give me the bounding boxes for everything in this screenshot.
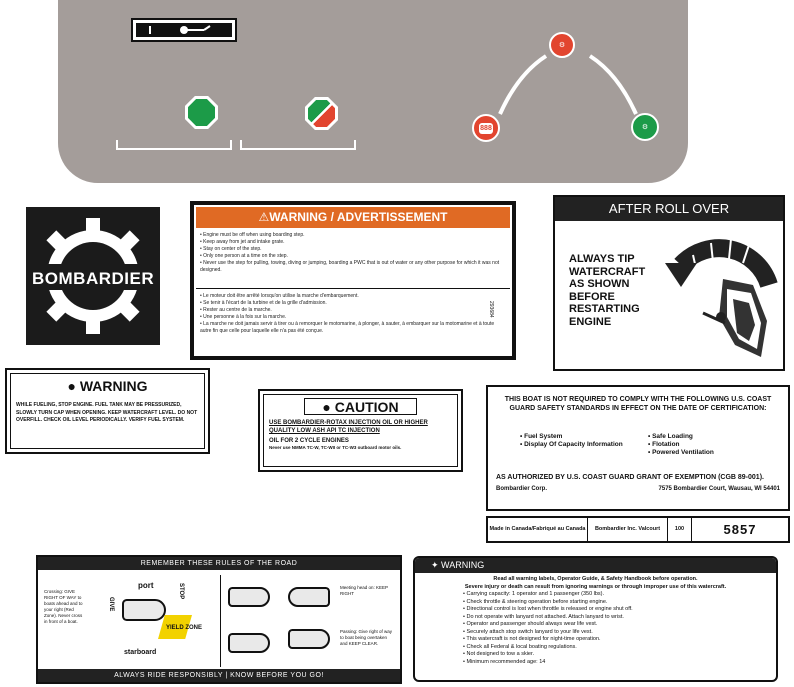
start-button-octagon-icon[interactable] — [185, 96, 218, 129]
operator-warning-text: Read all warning labels, Operator Guide,… — [463, 576, 727, 665]
fuel-warning-title: ● WARNING — [67, 378, 148, 394]
rules-header: REMEMBER THESE RULES OF THE ROAD — [38, 557, 400, 570]
oil-caution-decal: ● CAUTION USE BOMBARDIER-ROTAX INJECTION… — [258, 389, 463, 472]
operator-warning-title: ✦ WARNING — [415, 558, 776, 573]
fuel-warning-text: WHILE FUELING, STOP ENGINE. FUEL TANK MA… — [16, 402, 198, 423]
stop-button-octagon-icon[interactable] — [305, 97, 338, 130]
rollover-arrow-icon — [665, 238, 778, 357]
coast-guard-list-left: • Fuel System • Display Of Capacity Info… — [520, 433, 623, 448]
engine-green-icon: ⚙ — [631, 113, 659, 141]
button-underline-left — [116, 140, 232, 150]
give-label: GIVE — [108, 597, 114, 612]
bombardier-logo-decal: BOMBARDIER — [26, 207, 160, 345]
manufacturer: Bombardier Inc. Valcourt — [588, 518, 668, 541]
port-label: port — [138, 581, 154, 590]
boat-icon — [288, 587, 330, 607]
boat-icon — [122, 599, 166, 621]
fuel-warning-decal: ● WARNING WHILE FUELING, STOP ENGINE. FU… — [5, 368, 210, 454]
boat-icon — [228, 587, 270, 607]
serial-plate: Made in Canada/Fabriqué au Canada Bombar… — [486, 516, 790, 543]
coast-guard-exemption-decal: THIS BOAT IS NOT REQUIRED TO COMPLY WITH… — [486, 385, 790, 511]
rules-footer: ALWAYS RIDE RESPONSIBLY | KNOW BEFORE YO… — [38, 669, 400, 682]
caution-text: USE BOMBARDIER-ROTAX INJECTION OIL OR HI… — [269, 420, 428, 450]
serial-number: 5857 — [723, 522, 757, 537]
divider — [196, 288, 510, 289]
stop-label: STOP — [178, 583, 184, 600]
warning-french-text: • Le moteur doit être arrêté lorsqu'on u… — [200, 293, 495, 334]
starboard-label: starboard — [124, 649, 157, 656]
roll-over-title: AFTER ROLL OVER — [555, 197, 783, 221]
rules-divider — [220, 575, 221, 667]
gauge-arc — [498, 54, 638, 115]
bombardier-wordmark: BOMBARDIER — [32, 269, 155, 288]
coast-guard-list-right: • Safe Loading • Flotation • Powered Ven… — [648, 433, 714, 456]
engine-warning-red-icon: ⚙ — [549, 32, 575, 58]
yield-zone-marker — [158, 615, 192, 639]
serial-code: 100 — [668, 518, 692, 541]
boat-icon — [288, 629, 330, 649]
temperature-red-icon: 888 — [472, 114, 500, 142]
boarding-step-warning-decal: ⚠WARNING / ADVERTISSEMENT • Engine must … — [190, 201, 516, 360]
gear-logo-icon — [30, 218, 156, 334]
passing-text: Passing: Give right of way to boat being… — [340, 629, 393, 646]
made-in-canada: Made in Canada/Fabriqué au Canada — [488, 518, 588, 541]
boat-icon — [228, 633, 270, 653]
coast-guard-title: THIS BOAT IS NOT REQUIRED TO COMPLY WITH… — [504, 396, 772, 412]
console-panel: ⚙ 888 ⚙ — [58, 0, 688, 183]
yield-zone-label: YIELD ZONE — [166, 625, 203, 631]
crossing-text: Crossing: GIVE RIGHT OF WAY to boats ahe… — [44, 589, 83, 624]
operator-warning-decal: ✦ WARNING Read all warning labels, Opera… — [413, 556, 778, 682]
button-underline-right — [240, 140, 356, 150]
coast-guard-authorization: AS AUTHORIZED BY U.S. COAST GUARD GRANT … — [496, 474, 780, 492]
warning-english-text: • Engine must be off when using boarding… — [200, 232, 500, 273]
part-number: 293684 — [488, 301, 494, 318]
warning-header: ⚠WARNING / ADVERTISSEMENT — [196, 207, 510, 228]
rules-of-road-decal: REMEMBER THESE RULES OF THE ROAD Crossin… — [36, 555, 402, 684]
meeting-head-on-text: Meeting head on: KEEP RIGHT — [340, 585, 388, 596]
throttle-lever-icon — [131, 18, 237, 42]
caution-title: ● CAUTION — [304, 398, 417, 415]
